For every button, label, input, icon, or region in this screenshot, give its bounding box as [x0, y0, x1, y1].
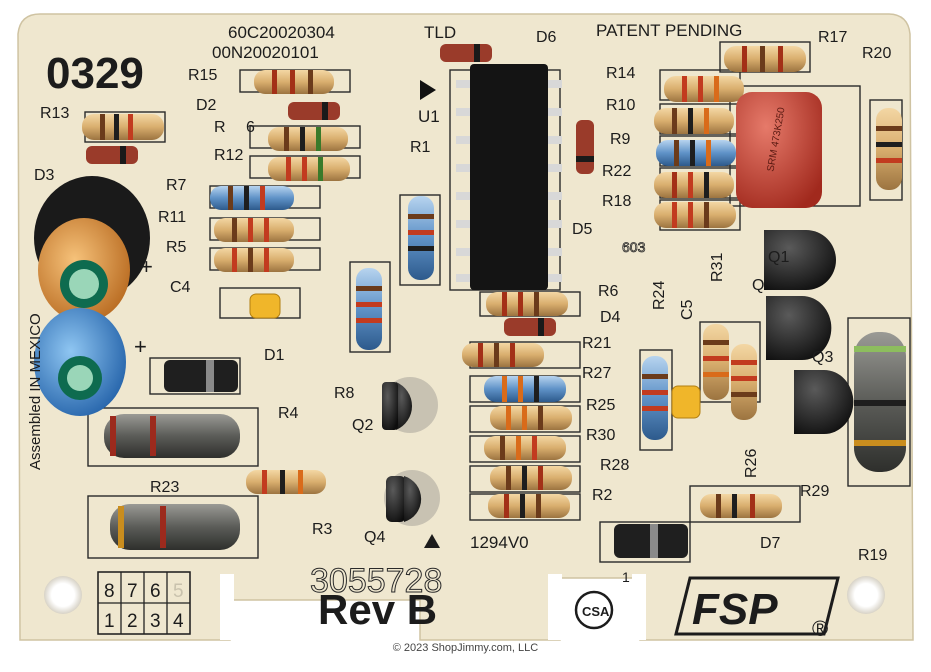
label-q3: Q3 — [812, 349, 833, 366]
label-r31: R31 — [709, 253, 726, 282]
pin-label: 2 — [127, 611, 138, 632]
label-d6: D6 — [536, 29, 557, 46]
label-r13: R13 — [40, 105, 69, 122]
u1-label: U1 — [418, 107, 440, 126]
label-r24: R24 — [651, 281, 668, 310]
label-r-6a: R — [214, 119, 226, 136]
label-d2: D2 — [196, 97, 217, 114]
label-r9: R9 — [610, 131, 631, 148]
label-d4: D4 — [600, 309, 621, 326]
label-r22: R22 — [602, 163, 631, 180]
serial-number: 3055728 — [310, 562, 442, 600]
transistors — [382, 230, 854, 526]
label-plus-2: + — [134, 334, 147, 359]
label-r11: R11 — [158, 209, 186, 226]
label-r27: R27 — [582, 365, 611, 382]
label-q: Q — [752, 277, 764, 294]
part-number: 0329 — [46, 49, 144, 98]
date-code: 1294V0 — [470, 533, 529, 552]
label-q4: Q4 — [364, 529, 385, 546]
pin-label: 4 — [173, 611, 184, 632]
label-d7: D7 — [760, 535, 781, 552]
mounting-hole — [847, 576, 885, 614]
label-r15: R15 — [188, 67, 217, 84]
revision-label: Rev B — [318, 586, 437, 633]
board-notch — [548, 574, 562, 640]
label-r12: R12 — [214, 147, 243, 164]
pin-one-mark: 1 — [622, 569, 630, 585]
label-q1: Q1 — [768, 249, 789, 266]
connector-pin-labels: 8 7 6 5 1 2 3 4 — [104, 581, 184, 632]
label-r7: R7 — [166, 177, 187, 194]
label-d1: D1 — [264, 347, 285, 364]
code-line-1: 60C20020304 — [228, 23, 335, 42]
label-r10: R10 — [606, 97, 635, 114]
tld-label: TLD — [424, 23, 456, 42]
label-r1: R1 — [410, 139, 431, 156]
fsp-logo: FSP ® — [674, 576, 840, 641]
connector-grid — [97, 571, 191, 635]
label-r21: R21 — [582, 335, 611, 352]
label-r20: R20 — [862, 45, 891, 62]
label-r6: R6 — [598, 283, 619, 300]
registered-mark: ® — [812, 616, 828, 641]
pin-label: 7 — [127, 581, 138, 602]
cert-label: CSA — [582, 604, 610, 619]
label-c5: C5 — [679, 299, 696, 320]
pin-label: 1 — [104, 611, 115, 632]
resistors-grey — [104, 332, 906, 550]
label-r-6b: 6 — [246, 119, 255, 136]
diodes — [86, 44, 688, 558]
label-r26: R26 — [743, 449, 760, 478]
pin-label: 3 — [150, 611, 161, 632]
label-r14: R14 — [606, 65, 635, 82]
label-r29: R29 — [800, 483, 829, 500]
label-d5: D5 — [572, 221, 593, 238]
label-r3: R3 — [312, 521, 333, 538]
label-r23: R23 — [150, 479, 179, 496]
pin-label: 6 — [150, 581, 161, 602]
csa-logo: CSA — [574, 590, 614, 630]
smd-mark: 603 — [622, 239, 646, 255]
brand-label: FSP — [692, 585, 778, 634]
assembled-label: Assembled IN MEXICO — [27, 313, 44, 470]
code-line-2: 00N20020101 — [212, 43, 319, 62]
label-r18: R18 — [602, 193, 631, 210]
label-plus-1: + — [140, 254, 153, 279]
board-notch — [632, 574, 646, 640]
label-r30: R30 — [586, 427, 615, 444]
pin-label: 8 — [104, 581, 115, 602]
polarity-triangle — [424, 534, 440, 548]
label-r25: R25 — [586, 397, 615, 414]
label-r17: R17 — [818, 29, 847, 46]
label-r19: R19 — [858, 547, 887, 564]
label-c4: C4 — [170, 279, 191, 296]
resistor-bands-blue — [228, 140, 711, 411]
capacitors-electrolytic — [34, 176, 150, 416]
ic-u1 — [420, 64, 562, 290]
silkscreen-text: 0329 60C20020304 00N20020101 TLD PATENT … — [27, 21, 742, 633]
pin-label: 5 — [173, 581, 184, 602]
copyright-text: © 2023 ShopJimmy.com, LLC — [392, 642, 539, 654]
patent-label: PATENT PENDING — [596, 21, 742, 40]
mounting-hole — [44, 576, 82, 614]
label-r5: R5 — [166, 239, 187, 256]
label-r8: R8 — [334, 385, 355, 402]
label-r28: R28 — [600, 457, 629, 474]
label-r2: R2 — [592, 487, 613, 504]
label-q2: Q2 — [352, 417, 373, 434]
film-capacitor: SRM 473K250 — [736, 92, 822, 208]
label-d3: D3 — [34, 167, 55, 184]
reference-designators: R13 D3 R15 D2 R 6 R12 R7 R11 R5 C4 + + D… — [34, 29, 891, 564]
board-notch — [220, 574, 234, 640]
label-r4: R4 — [278, 405, 299, 422]
ceramic-capacitors — [249, 293, 701, 419]
resistor-bands — [100, 46, 902, 518]
